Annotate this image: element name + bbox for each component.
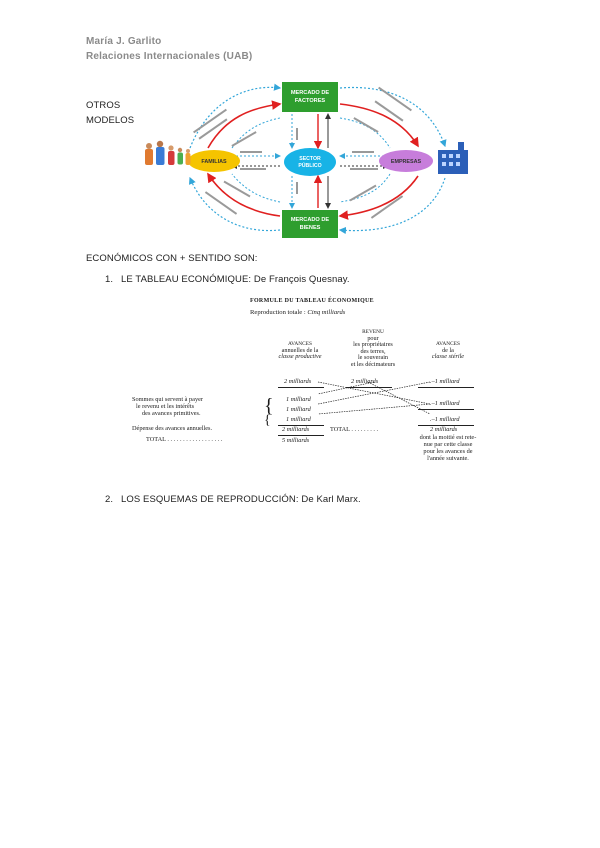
goods-market-label-1: MERCADO DE <box>291 217 329 223</box>
column-header-sterile: AVANCES de la classe stérile <box>431 341 465 361</box>
outer-money-flow <box>189 176 281 232</box>
real-flow-arrow <box>207 100 282 149</box>
author-name: María J. Garlito <box>86 36 162 47</box>
left-note-expense: Dépense des avances annuelles. <box>132 425 213 432</box>
inner-money-flow <box>231 173 281 203</box>
real-flow-arrow <box>338 175 419 220</box>
circular-flow-diagram: MERCADO DE FACTORES MERCADO DE BIENES FA… <box>145 82 468 238</box>
factors-market-box <box>282 82 338 112</box>
real-flow-arrow <box>207 172 281 217</box>
list-item-number: 1. <box>105 274 114 285</box>
section-line: ECONÓMICOS CON + SENTIDO SON: <box>86 253 258 264</box>
sterile-row-value: .–1 milliard <box>430 416 460 423</box>
families-ellipse <box>188 150 240 172</box>
factors-market-label-2: FACTORES <box>295 98 326 104</box>
factory-icon <box>438 142 468 174</box>
sum-sterile: 2 milliards <box>430 426 458 433</box>
productive-row-value: 1 milliard <box>286 406 311 413</box>
course-name: Relaciones Internacionales (UAB) <box>86 51 253 62</box>
outer-money-flow <box>338 177 446 235</box>
tableau-economique: FORMULE DU TABLEAU ÉCONOMIQUE Reproducti… <box>118 296 500 472</box>
top-revenue-value: 2 milliards <box>351 378 379 385</box>
outer-money-flow <box>339 86 447 148</box>
total-label-mid: TOTAL . . . . . . . . . <box>330 426 379 433</box>
families-label: FAMILIAS <box>201 159 227 165</box>
tableau-crossing-lines <box>317 381 431 415</box>
firms-ellipse <box>379 150 433 172</box>
goods-market-label-2: BIENES <box>300 225 321 231</box>
list-item-text: LOS ESQUEMAS DE REPRODUCCIÓN: De Karl Ma… <box>121 494 361 505</box>
list-item-number: 2. <box>105 494 114 505</box>
outer-money-flow <box>189 83 282 149</box>
right-note: dont la moitié est rete- nue par cette c… <box>419 434 477 462</box>
bracket: { <box>264 413 271 428</box>
intro-line-2: MODELOS <box>86 115 135 126</box>
inner-money-flow <box>339 173 391 203</box>
sum-productive: 2 milliards <box>282 426 310 433</box>
family-people-icon <box>145 140 191 165</box>
total-productive: 5 milliards <box>282 437 310 444</box>
public-sector-label-1: SECTOR <box>299 156 321 162</box>
sterile-row-value: .–1 milliard <box>430 400 460 407</box>
public-sector-label-2: PÚBLICO <box>298 162 321 169</box>
productive-row-value: 1 milliard <box>286 416 311 423</box>
bracket: { <box>264 395 274 417</box>
left-note: Sommes qui servent à payer le revenu et … <box>132 396 203 417</box>
productive-row-value: 1 milliard <box>286 396 311 403</box>
public-sector-ellipse <box>284 148 336 176</box>
factors-market-label-1: MERCADO DE <box>291 90 329 96</box>
top-sterile-value: .–1 milliard <box>430 378 460 385</box>
column-header-productive: AVANCES annuelles de la classe productiv… <box>278 341 322 361</box>
column-header-revenue: REVENU pour les propriétaires des terres… <box>350 329 396 368</box>
total-label-left: TOTAL . . . . . . . . . . . . . . . . . … <box>146 436 223 443</box>
real-flow-arrow <box>339 103 419 148</box>
firms-label: EMPRESAS <box>391 159 422 165</box>
top-productive-value: 2 milliards <box>284 378 312 385</box>
inner-money-flow <box>339 117 391 149</box>
tableau-subtitle: Reproduction totale : Cinq milliards <box>250 309 346 316</box>
goods-market-box <box>282 210 338 238</box>
tableau-title: FORMULE DU TABLEAU ÉCONOMIQUE <box>250 298 374 304</box>
list-item-text: LE TABLEAU ECONÓMIQUE: De François Quesn… <box>121 274 350 285</box>
intro-line-1: OTROS <box>86 100 121 111</box>
